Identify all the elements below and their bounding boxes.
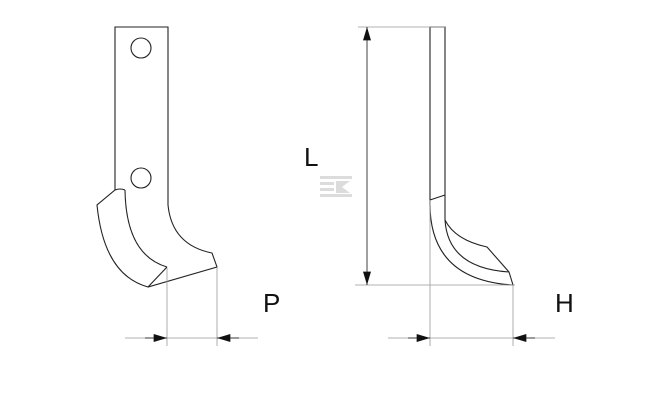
label-h: H bbox=[555, 288, 574, 318]
blade-inner-curve bbox=[124, 189, 168, 268]
dimension-h bbox=[388, 200, 555, 346]
blade-shank bbox=[96, 26, 218, 288]
watermark-logo bbox=[320, 176, 352, 197]
blade-front-view bbox=[96, 26, 218, 288]
mount-hole-bottom bbox=[130, 167, 152, 189]
blade-side-view bbox=[429, 26, 514, 286]
blade-edge bbox=[147, 266, 168, 288]
dimension-p bbox=[125, 268, 258, 346]
dimension-l bbox=[355, 26, 515, 286]
label-p: P bbox=[263, 288, 281, 318]
label-l: L bbox=[304, 142, 319, 172]
mount-hole-top bbox=[130, 37, 152, 59]
